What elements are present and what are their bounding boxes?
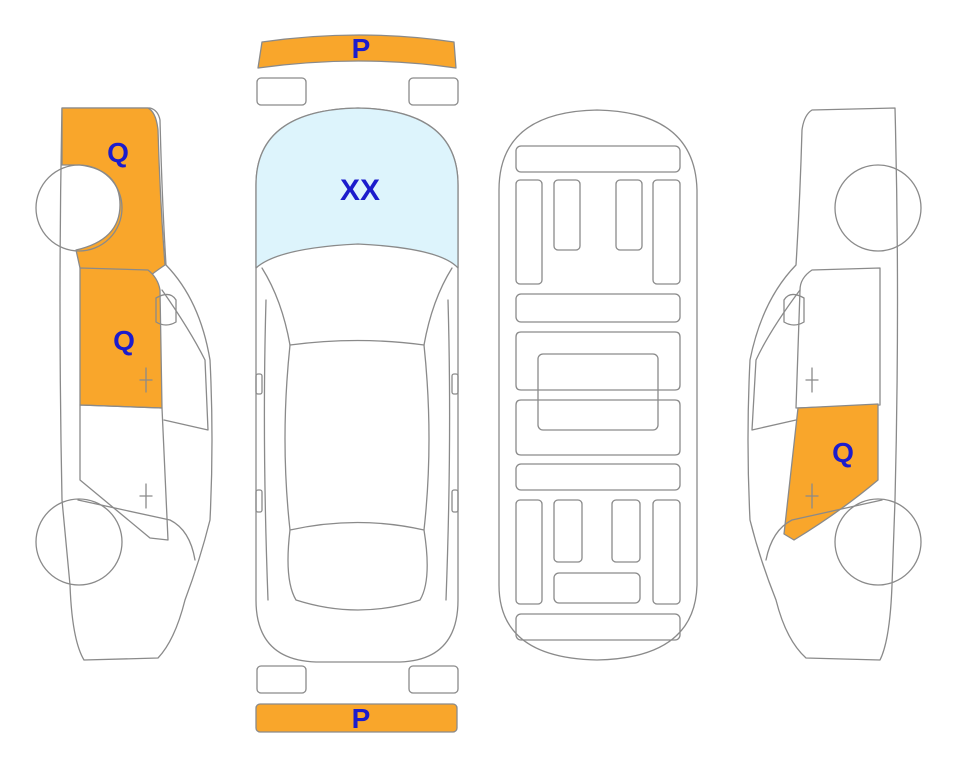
windshield-label: XX bbox=[340, 174, 380, 207]
right-mirror-side[interactable] bbox=[783, 293, 805, 326]
left-front-fender[interactable] bbox=[61, 107, 166, 281]
left-front-handle bbox=[139, 367, 153, 393]
car-left-side-view: Q Q bbox=[35, 107, 213, 661]
underbody-rear-left-rail[interactable] bbox=[515, 499, 543, 605]
rear-left-taillight[interactable] bbox=[256, 665, 307, 694]
roof-left-edge bbox=[284, 344, 291, 531]
right-rocker-line bbox=[765, 499, 883, 561]
right-rear-door[interactable] bbox=[783, 403, 879, 541]
right-side-window-line bbox=[751, 289, 801, 431]
rear-bumper[interactable] bbox=[255, 703, 458, 733]
right-side-body-outline bbox=[747, 107, 899, 661]
underbody-rear-inner-right[interactable] bbox=[611, 499, 641, 563]
car-top-view: XX bbox=[255, 107, 459, 663]
roof-front-edge bbox=[289, 339, 425, 346]
right-rear-wheel[interactable] bbox=[834, 498, 922, 586]
left-side-body-outline bbox=[59, 107, 213, 661]
underbody-front-floor-bar[interactable] bbox=[515, 293, 681, 323]
car-underbody-view bbox=[498, 109, 698, 661]
side-line-right bbox=[445, 299, 451, 601]
rear-bumper-group: P bbox=[255, 665, 459, 734]
right-rear-door-label: Q bbox=[832, 437, 854, 468]
right-rear-handle bbox=[451, 489, 459, 513]
underbody-front-inner-right[interactable] bbox=[615, 179, 643, 251]
right-front-wheel[interactable] bbox=[834, 164, 922, 252]
rear-bumper-label: P bbox=[352, 703, 371, 734]
left-front-door-label: Q bbox=[113, 325, 135, 356]
front-bumper-group: P bbox=[256, 33, 459, 106]
underbody-center-frame[interactable] bbox=[515, 331, 681, 391]
underbody-front-crossmember[interactable] bbox=[515, 145, 681, 173]
underbody-front-right-rail[interactable] bbox=[652, 179, 681, 285]
left-rear-handle bbox=[255, 489, 263, 513]
left-rocker-line bbox=[77, 499, 196, 561]
left-rear-handle-side bbox=[139, 483, 153, 509]
left-rear-wheel[interactable] bbox=[35, 498, 123, 586]
left-front-fender-label: Q bbox=[107, 137, 129, 168]
underbody-rear-right-rail[interactable] bbox=[652, 499, 681, 605]
right-front-handle bbox=[805, 367, 819, 393]
side-line-left bbox=[263, 299, 269, 601]
right-mirror[interactable] bbox=[451, 373, 459, 395]
hood-line-right bbox=[423, 267, 453, 346]
left-rear-door[interactable] bbox=[79, 404, 169, 541]
underbody-rear-crossmember[interactable] bbox=[515, 613, 681, 641]
underbody-front-inner-left[interactable] bbox=[553, 179, 581, 251]
roof-right-edge bbox=[423, 344, 430, 531]
front-right-headlight[interactable] bbox=[408, 77, 459, 106]
car-right-side-view: Q bbox=[747, 107, 922, 661]
rear-right-taillight[interactable] bbox=[408, 665, 459, 694]
right-front-door[interactable] bbox=[795, 267, 881, 409]
windshield[interactable] bbox=[255, 107, 459, 269]
underbody-rear-tank[interactable] bbox=[553, 572, 641, 604]
front-bumper-label: P bbox=[352, 33, 371, 64]
underbody-outline bbox=[498, 109, 698, 661]
underbody-center-panel[interactable] bbox=[537, 353, 659, 431]
right-rear-handle-side bbox=[805, 483, 819, 509]
front-left-headlight[interactable] bbox=[256, 77, 307, 106]
underbody-front-left-rail[interactable] bbox=[515, 179, 543, 285]
underbody-center-frame-lower[interactable] bbox=[515, 399, 681, 456]
front-bumper[interactable] bbox=[257, 34, 457, 69]
left-front-door[interactable] bbox=[79, 267, 163, 409]
hood-line-left bbox=[261, 267, 291, 346]
underbody-rear-floor-bar[interactable] bbox=[515, 463, 681, 491]
left-mirror[interactable] bbox=[255, 373, 263, 395]
rear-window[interactable] bbox=[287, 521, 428, 611]
left-side-window-line bbox=[161, 289, 209, 431]
left-front-wheel[interactable] bbox=[35, 164, 123, 252]
underbody-rear-inner-left[interactable] bbox=[553, 499, 583, 563]
left-mirror-side[interactable] bbox=[155, 293, 177, 326]
